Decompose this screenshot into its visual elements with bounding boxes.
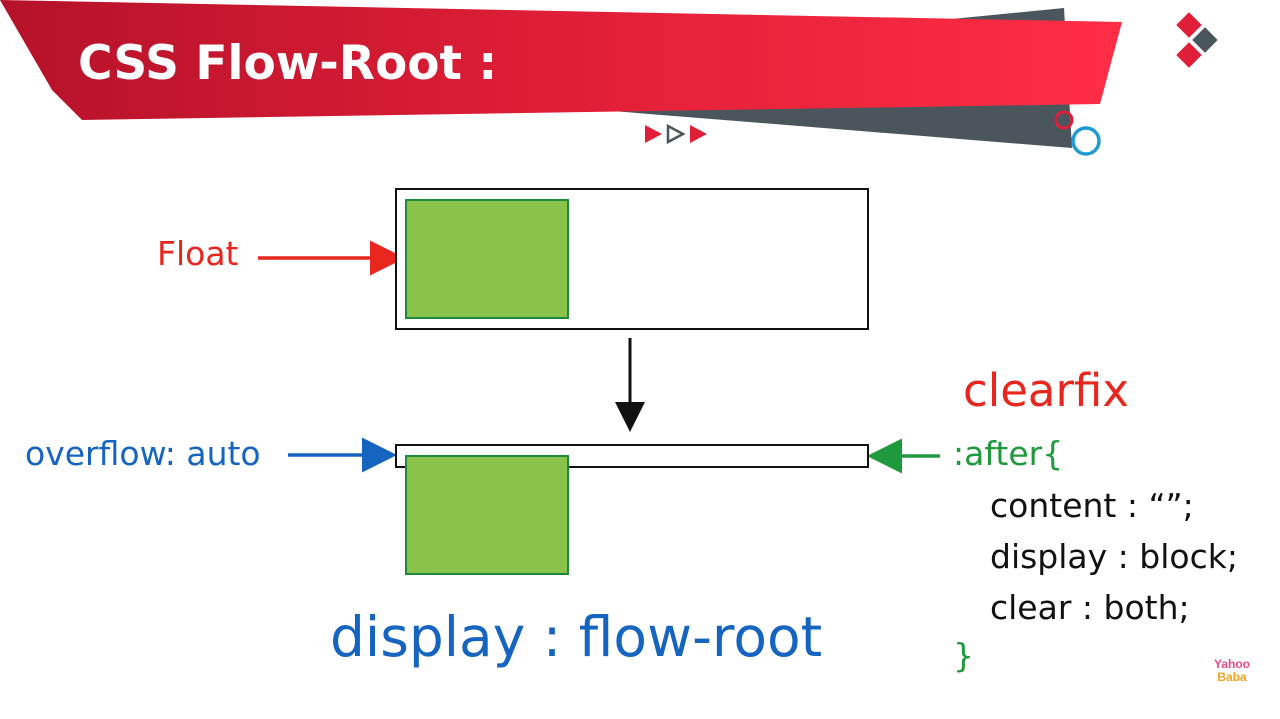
flow-root-label: display : flow-root [330, 605, 823, 669]
play-arrows-icon [645, 123, 707, 145]
code-line: content : “”; [990, 486, 1194, 525]
large-circle-icon [1071, 126, 1101, 156]
float-label: Float [157, 234, 239, 273]
slide-title: CSS Flow-Root : [78, 36, 498, 91]
code-line: display : block; [990, 537, 1238, 576]
watermark-logo: Yahoo Baba [1214, 658, 1250, 684]
floated-box [405, 199, 569, 319]
diamond-logo-icon [1176, 12, 1218, 68]
small-circle-icon [1054, 110, 1074, 130]
overflowing-box [405, 455, 569, 575]
clearfix-title: clearfix [963, 364, 1129, 417]
watermark-line1: Yahoo [1214, 657, 1251, 671]
watermark-line2: Baba [1217, 670, 1247, 684]
collapsed-container-box [395, 444, 869, 468]
code-line: clear : both; [990, 588, 1190, 627]
overflow-label: overflow: auto [25, 434, 261, 473]
code-selector: :after{ [953, 434, 1064, 473]
code-close-brace: } [953, 636, 974, 675]
